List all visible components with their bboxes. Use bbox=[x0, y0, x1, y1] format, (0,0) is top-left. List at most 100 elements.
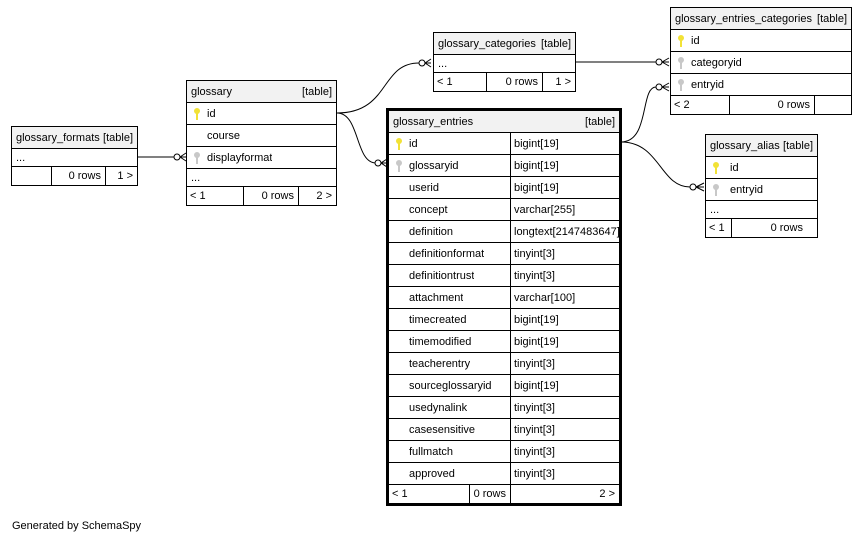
parent-count[interactable]: < 1 bbox=[709, 222, 725, 234]
column-type: varchar[255] bbox=[510, 199, 619, 220]
column-row[interactable]: id bbox=[187, 103, 336, 125]
column-row[interactable]: definitionformat tinyint[3] bbox=[389, 243, 619, 265]
column-type: bigint[19] bbox=[510, 331, 619, 352]
child-count[interactable]: 1 > bbox=[542, 73, 575, 91]
row-count: 0 rows bbox=[243, 187, 298, 205]
column-type: tinyint[3] bbox=[510, 243, 619, 264]
child-count[interactable]: 2 > bbox=[298, 187, 336, 205]
table-glossary-formats[interactable]: glossary_formats [table] ... 0 rows 1 > bbox=[11, 126, 138, 186]
row-count: 0 rows bbox=[486, 73, 542, 91]
column-row[interactable]: displayformat bbox=[187, 147, 336, 169]
parent-count[interactable] bbox=[12, 167, 52, 185]
link-glossary-entries bbox=[336, 112, 377, 164]
column-type: tinyint[3] bbox=[510, 441, 619, 462]
column-row[interactable]: approved tinyint[3] bbox=[389, 463, 619, 485]
table-glossary-categories[interactable]: glossary_categories [table] ... < 1 0 ro… bbox=[433, 32, 576, 92]
parent-count[interactable]: < 1 bbox=[437, 76, 453, 88]
link-glossary-categories bbox=[336, 62, 420, 114]
table-glossary[interactable]: glossary [table] id course displayformat… bbox=[186, 80, 337, 206]
table-header: glossary_alias [table] bbox=[706, 135, 817, 157]
parent-count[interactable]: < 1 bbox=[392, 488, 408, 500]
child-count[interactable]: 2 > bbox=[510, 485, 619, 503]
column-name: entryid bbox=[691, 79, 725, 91]
foreign-key-icon bbox=[396, 160, 402, 172]
column-name: id bbox=[691, 35, 700, 47]
column-type: tinyint[3] bbox=[510, 397, 619, 418]
column-type: tinyint[3] bbox=[510, 419, 619, 440]
column-row[interactable]: fullmatch tinyint[3] bbox=[389, 441, 619, 463]
column-row[interactable]: usedynalink tinyint[3] bbox=[389, 397, 619, 419]
link-entries-entriescat bbox=[620, 86, 657, 143]
column-row[interactable]: categoryid bbox=[671, 52, 851, 74]
column-row[interactable]: id bbox=[671, 30, 851, 52]
column-row[interactable]: course bbox=[187, 125, 336, 147]
column-name: id bbox=[730, 162, 739, 174]
column-type: tinyint[3] bbox=[510, 463, 619, 484]
more-indicator: ... bbox=[191, 172, 201, 184]
child-count[interactable]: 1 > bbox=[105, 167, 137, 185]
parent-count[interactable]: < 2 bbox=[674, 99, 690, 111]
foreign-key-icon bbox=[194, 152, 200, 164]
primary-key-icon bbox=[396, 138, 402, 150]
table-glossary-entries-categories[interactable]: glossary_entries_categories [table] id c… bbox=[670, 7, 852, 115]
more-indicator: ... bbox=[710, 204, 720, 216]
column-type: varchar[100] bbox=[510, 287, 619, 308]
generated-by-label: Generated by SchemaSpy bbox=[12, 520, 142, 532]
more-indicator: ... bbox=[16, 152, 26, 164]
column-name: fullmatch bbox=[409, 446, 454, 458]
column-name: attachment bbox=[409, 292, 464, 304]
primary-key-icon bbox=[194, 108, 200, 120]
foreign-key-icon bbox=[678, 79, 684, 91]
table-name: glossary_formats bbox=[16, 132, 100, 144]
column-name: course bbox=[207, 130, 241, 142]
parent-count[interactable]: < 1 bbox=[190, 190, 206, 202]
table-header: glossary [table] bbox=[187, 81, 336, 103]
child-count[interactable] bbox=[814, 96, 851, 114]
column-row[interactable]: entryid bbox=[671, 74, 851, 96]
column-name: timecreated bbox=[409, 314, 467, 326]
column-name: id bbox=[207, 108, 216, 120]
column-type: tinyint[3] bbox=[510, 265, 619, 286]
table-glossary-alias[interactable]: glossary_alias [table] id entryid ... < … bbox=[705, 134, 818, 238]
column-row[interactable]: id bbox=[706, 157, 817, 179]
primary-key-icon bbox=[678, 35, 684, 47]
column-name: definitionformat bbox=[409, 248, 485, 260]
column-row[interactable]: definition longtext[2147483647] bbox=[389, 221, 619, 243]
column-row[interactable]: userid bigint[19] bbox=[389, 177, 619, 199]
table-name: glossary bbox=[191, 86, 232, 98]
link-endpoint bbox=[374, 159, 382, 167]
column-type: bigint[19] bbox=[510, 375, 619, 396]
column-type: longtext[2147483647] bbox=[510, 221, 619, 242]
link-endpoint bbox=[173, 153, 181, 161]
column-type: tinyint[3] bbox=[510, 353, 619, 374]
column-type: bigint[19] bbox=[510, 177, 619, 198]
column-row[interactable]: attachment varchar[100] bbox=[389, 287, 619, 309]
column-name: userid bbox=[409, 182, 439, 194]
more-columns-row: ... bbox=[12, 149, 137, 167]
column-name: timemodified bbox=[409, 336, 472, 348]
column-row[interactable]: timemodified bigint[19] bbox=[389, 331, 619, 353]
column-name: entryid bbox=[730, 184, 764, 196]
table-name: glossary_categories bbox=[438, 38, 536, 50]
column-name: usedynalink bbox=[409, 402, 468, 414]
link-endpoint bbox=[655, 58, 663, 66]
table-header: glossary_formats [table] bbox=[12, 127, 137, 149]
table-kind: [table] bbox=[103, 132, 133, 144]
table-footer: < 1 0 rows 2 > bbox=[389, 485, 619, 503]
column-name: approved bbox=[409, 468, 455, 480]
link-endpoint bbox=[418, 59, 426, 67]
column-name: definition bbox=[409, 226, 454, 238]
column-row[interactable]: entryid bbox=[706, 179, 817, 201]
column-type: bigint[19] bbox=[510, 155, 619, 176]
table-name: glossary_alias bbox=[710, 140, 780, 152]
